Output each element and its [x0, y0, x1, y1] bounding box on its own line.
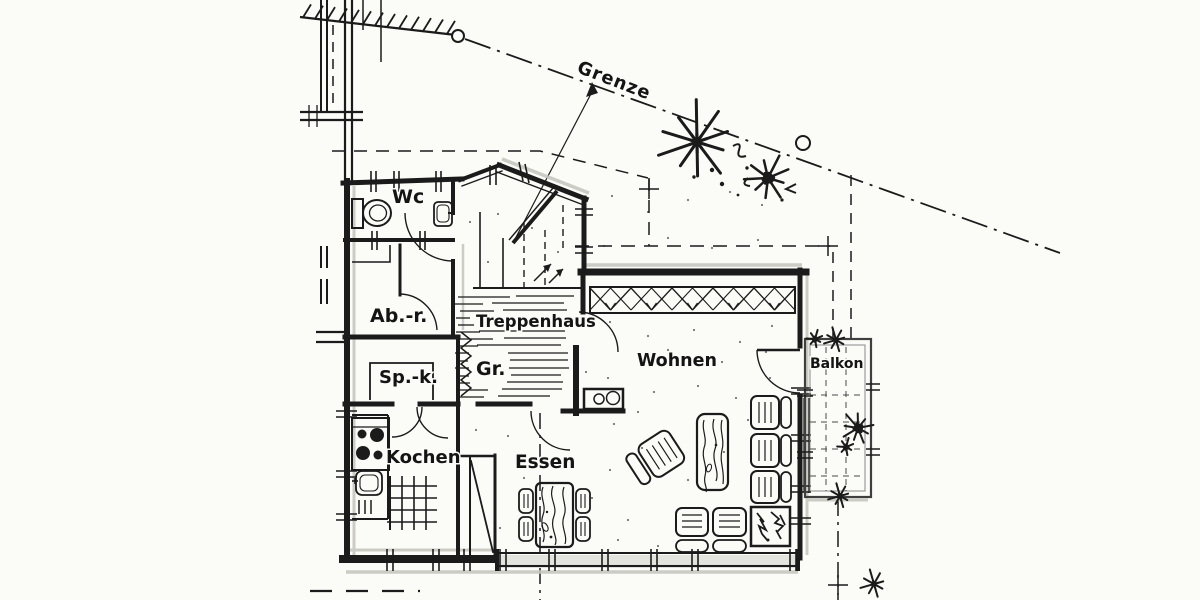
wc-door-arc — [404, 212, 454, 262]
storage-door-arc — [399, 293, 438, 331]
entrance-corner-wall — [457, 162, 503, 183]
room-label-kitchen: Kochen — [386, 447, 461, 468]
walls — [339, 161, 810, 563]
toilet-icon — [351, 198, 392, 229]
room-label-balcony: Balkon — [810, 356, 863, 372]
room-label-living: Wohnen — [637, 351, 717, 371]
closet-diagonal — [469, 459, 495, 554]
doors — [391, 187, 801, 451]
radiator-band — [589, 286, 796, 314]
site-boundary — [299, 3, 1061, 600]
overhang-dashed-lines — [310, 25, 852, 600]
coat-hooks-icon — [459, 331, 473, 397]
window-mullion-ticks — [336, 161, 811, 571]
room-label-wc: Wc — [392, 186, 424, 208]
living-door-arc — [578, 311, 619, 353]
wc-top-wall — [340, 176, 465, 186]
sofa-icon — [750, 395, 792, 504]
up-arrow-icon — [533, 263, 564, 284]
room-label-stairwell: Treppenhaus — [476, 312, 596, 331]
windows — [336, 161, 811, 571]
kitchen-table-icon — [387, 476, 437, 530]
wall-shadows — [346, 157, 868, 574]
stove-icon — [351, 417, 390, 471]
entrance-angled-wall — [495, 161, 590, 203]
radiator-x-cells — [589, 287, 796, 311]
slope-hatch-ticks — [302, 3, 456, 35]
exterior-wall-stubs — [300, 0, 382, 344]
furniture — [351, 198, 792, 553]
floor-stipple — [469, 191, 773, 547]
dining-chair-icon — [518, 488, 591, 542]
dining-door-arc — [530, 410, 571, 451]
tree-dots — [692, 166, 784, 202]
room-label-dining: Essen — [515, 452, 575, 473]
pantry-shelf — [369, 362, 434, 400]
kitchen-sink-icon — [352, 470, 383, 496]
direction-tick-icon — [783, 183, 797, 194]
stairwell-symbols — [455, 205, 583, 398]
balcony-tile-grid — [810, 347, 865, 491]
balcony-railing-ticks — [797, 383, 880, 459]
pantry-door-arc — [391, 406, 423, 438]
dining-table-icon — [534, 481, 575, 549]
sideboard-icon — [582, 387, 625, 411]
boundary-marker-icon — [451, 29, 465, 43]
boundary-marker-icon — [795, 135, 811, 151]
coffee-table-icon — [695, 412, 730, 493]
shrub-squiggle-icon — [732, 143, 751, 187]
tree-icon — [657, 98, 790, 200]
room-label-cloakroom: Gr. — [476, 358, 505, 380]
entrance-door-leaf — [511, 189, 559, 245]
boundary-arrowhead-icon — [586, 82, 598, 97]
room-label-storage: Ab.-r. — [370, 305, 427, 327]
kitchen-door-arc — [416, 406, 449, 439]
balcony-plant-icon — [805, 326, 885, 598]
kitchen-drawer-lines — [358, 500, 372, 514]
plant-pot-icon — [749, 505, 792, 548]
washbasin-icon — [433, 201, 455, 227]
boundary-leader-line — [512, 87, 595, 244]
balcony — [797, 326, 885, 598]
armchair-icon — [625, 429, 686, 486]
room-label-pantry: Sp.-k. — [379, 367, 438, 388]
loveseat-icon — [675, 507, 747, 553]
storage-shelf — [352, 245, 391, 263]
balcony-door-arc — [756, 349, 801, 394]
boundary-line — [464, 38, 1061, 254]
